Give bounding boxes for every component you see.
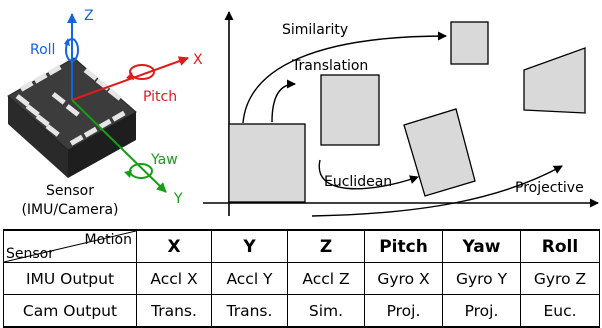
table-row-imu: IMU Output Accl X Accl Y Accl Z Gyro X G…	[3, 262, 600, 295]
translated-square	[320, 74, 380, 146]
projective-quad	[523, 47, 586, 114]
z-axis: Z	[67, 8, 94, 100]
chip-pads	[15, 64, 126, 146]
z-axis-label: Z	[84, 8, 94, 24]
header-z: Z	[287, 229, 365, 263]
table-cell: Accl Y	[211, 262, 288, 295]
sensor-chip	[7, 57, 137, 178]
table-corner-cell: Motion Sensor	[3, 229, 137, 263]
pitch-rotation-icon: Pitch	[126, 64, 177, 105]
x-axis-label: X	[193, 52, 203, 68]
table-cell: Trans.	[136, 294, 212, 328]
euclidean-square	[403, 108, 476, 197]
transform-arrows	[242, 31, 563, 217]
original-square	[228, 123, 306, 203]
yaw-rotation-icon: Yaw	[124, 152, 178, 179]
table-cell: Euc.	[520, 294, 600, 328]
table-header-row: Motion Sensor X Y Z Pitch Yaw Roll	[3, 229, 600, 263]
similarity-square	[450, 21, 489, 65]
table-cell: Gyro Y	[442, 262, 521, 295]
corner-sensor-label: Sensor	[6, 246, 54, 262]
pitch-label: Pitch	[143, 89, 177, 105]
roll-label: Roll	[30, 42, 55, 58]
translation-label: Translation	[291, 58, 368, 74]
y-axis-label: Y	[173, 191, 183, 207]
yaw-label: Yaw	[150, 152, 178, 168]
table-cell: Accl Z	[287, 262, 365, 295]
header-y: Y	[211, 229, 288, 263]
motion-diagram: Z X Y Roll Pitch Yaw Sensor (IMU/Camera)	[7, 8, 599, 218]
table-cell: Accl X	[136, 262, 212, 295]
header-yaw: Yaw	[442, 229, 521, 263]
row-label-cam: Cam Output	[3, 294, 137, 328]
roll-rotation-icon: Roll	[30, 38, 79, 62]
header-roll: Roll	[520, 229, 600, 263]
table-cell: Proj.	[442, 294, 521, 328]
header-pitch: Pitch	[364, 229, 443, 263]
table-cell: Proj.	[364, 294, 443, 328]
table-cell: Gyro X	[364, 262, 443, 295]
transform-shapes	[228, 21, 586, 203]
euclidean-label: Euclidean	[324, 174, 392, 190]
table-row-cam: Cam Output Trans. Trans. Sim. Proj. Proj…	[3, 294, 600, 328]
motion-sensor-table: Motion Sensor X Y Z Pitch Yaw Roll IMU O…	[3, 229, 600, 328]
table-cell: Gyro Z	[520, 262, 600, 295]
y-axis: Y	[71, 99, 183, 207]
header-x: X	[136, 229, 212, 263]
table-cell: Trans.	[211, 294, 288, 328]
similarity-label: Similarity	[282, 22, 348, 38]
projective-label: Projective	[515, 180, 584, 196]
corner-motion-label: Motion	[84, 232, 132, 248]
table-cell: Sim.	[287, 294, 365, 328]
sensor-label-line1: Sensor	[46, 183, 94, 199]
row-label-imu: IMU Output	[3, 262, 137, 295]
sensor-label-line2: (IMU/Camera)	[21, 202, 118, 218]
